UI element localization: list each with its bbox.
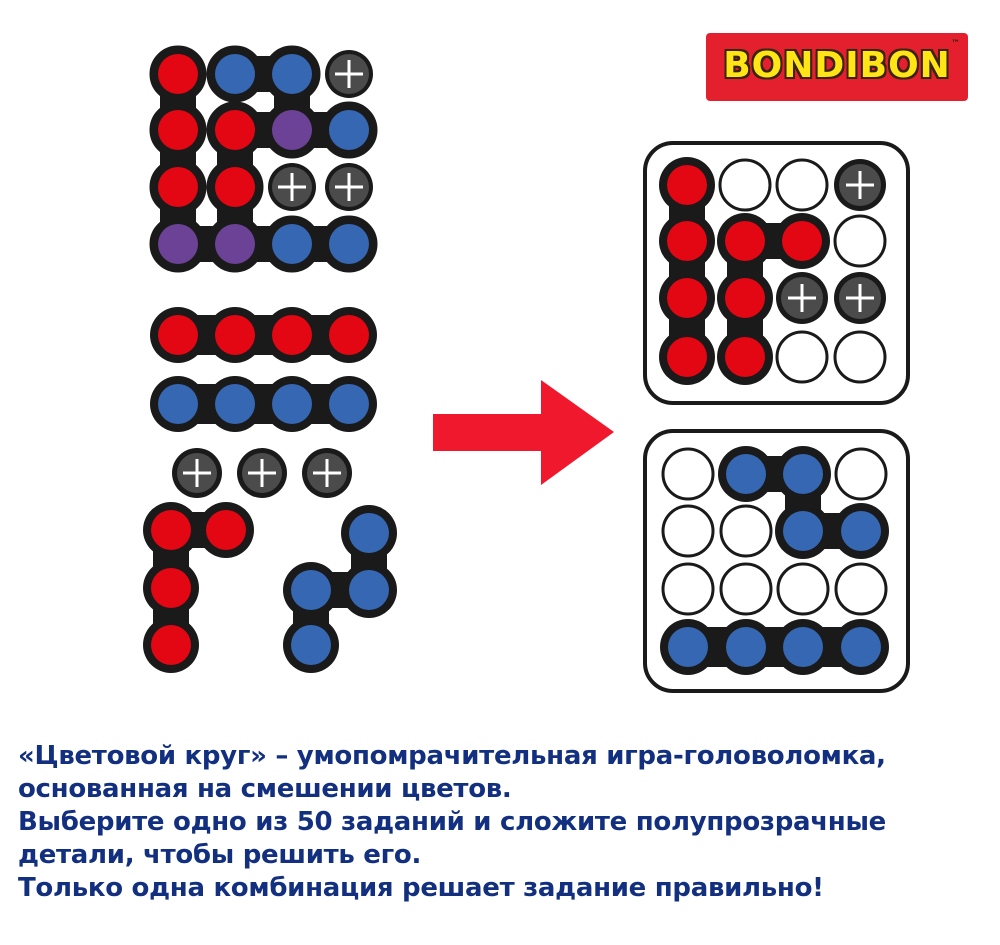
- arrow-right-icon: [433, 380, 614, 485]
- blue-straight-piece: [150, 376, 377, 432]
- product-description: «Цветовой круг» – умопомрачительная игра…: [18, 740, 998, 905]
- board-blue: [643, 429, 910, 693]
- description-line: основанная на смешении цветов.: [18, 774, 512, 804]
- description-line: Только одна комбинация решает задание пр…: [18, 873, 824, 903]
- plus-tokens: [172, 448, 352, 498]
- bondibon-logo: BONDIBON ™: [706, 33, 968, 101]
- board-red: [643, 141, 910, 405]
- logo-text: BONDIBON: [723, 45, 951, 86]
- description-line: Выберите одно из 50 заданий и сложите по…: [18, 807, 887, 837]
- stacked-pieces: [149, 45, 378, 273]
- red-straight-piece: [150, 307, 377, 363]
- puzzle-illustration: [143, 45, 910, 693]
- description-line: детали, чтобы решить его.: [18, 840, 422, 870]
- blue-s-piece: [283, 505, 397, 673]
- trademark-mark: ™: [951, 39, 960, 49]
- red-l-piece: [143, 502, 254, 673]
- description-line: «Цветовой круг» – умопомрачительная игра…: [18, 741, 886, 771]
